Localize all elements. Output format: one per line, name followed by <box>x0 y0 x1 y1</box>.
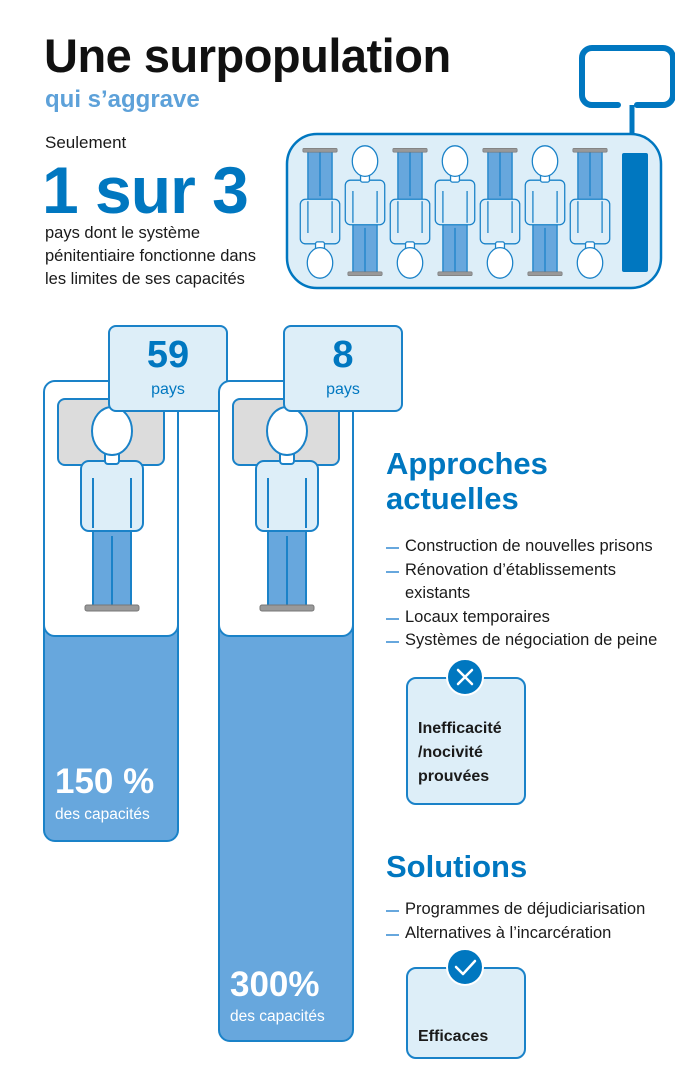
capacity-caption: des capacités <box>230 1008 325 1025</box>
approaches-list: Construction de nouvelles prisons Rénova… <box>386 535 696 653</box>
page-title: Une surpopulation <box>44 29 451 82</box>
capacity-caption: des capacités <box>55 806 150 823</box>
count-label-2: 8 pays <box>283 325 403 412</box>
list-item: Systèmes de négociation de peine <box>386 629 696 653</box>
verdict-text: Inefficacité /nocivité prouvées <box>418 720 502 785</box>
crowded-cell-illustration <box>285 45 675 290</box>
bed-card-2 <box>218 380 354 637</box>
check-icon <box>446 948 484 986</box>
approaches-title: Approches actuelles <box>386 446 548 516</box>
capacity-percent: 150 % <box>55 762 155 801</box>
person-icon <box>254 406 320 616</box>
list-item: Alternatives à l’incarcération <box>386 922 696 946</box>
verdict-ineffective: Inefficacité /nocivité prouvées <box>406 677 526 805</box>
list-item: Programmes de déjudiciarisation <box>386 898 696 922</box>
stat-description: pays dont le système pénitentiaire fonct… <box>45 224 256 288</box>
stat-value: 1 sur 3 <box>42 153 249 227</box>
count-value: 8 <box>332 334 354 376</box>
list-item: Rénovation d’établissements existants <box>386 559 656 606</box>
stat-intro: Seulement <box>45 133 127 152</box>
count-unit: pays <box>151 381 185 398</box>
verdict-text: Efficaces <box>418 1028 489 1045</box>
solutions-list: Programmes de déjudiciarisation Alternat… <box>386 898 696 945</box>
cell-tag-icon <box>579 45 675 108</box>
person-icon <box>79 406 145 616</box>
bed-card-1 <box>43 380 179 637</box>
capacity-percent: 300% <box>230 965 320 1004</box>
capacity-bar-300 <box>218 620 354 1042</box>
count-unit: pays <box>326 381 360 398</box>
x-icon <box>446 658 484 696</box>
solutions-title: Solutions <box>386 849 528 884</box>
list-item: Construction de nouvelles prisons <box>386 535 696 559</box>
count-value: 59 <box>146 334 190 376</box>
cell-door <box>622 153 648 272</box>
list-item: Locaux temporaires <box>386 606 696 630</box>
page-subtitle: qui s’aggrave <box>45 86 200 113</box>
count-label-1: 59 pays <box>108 325 228 412</box>
